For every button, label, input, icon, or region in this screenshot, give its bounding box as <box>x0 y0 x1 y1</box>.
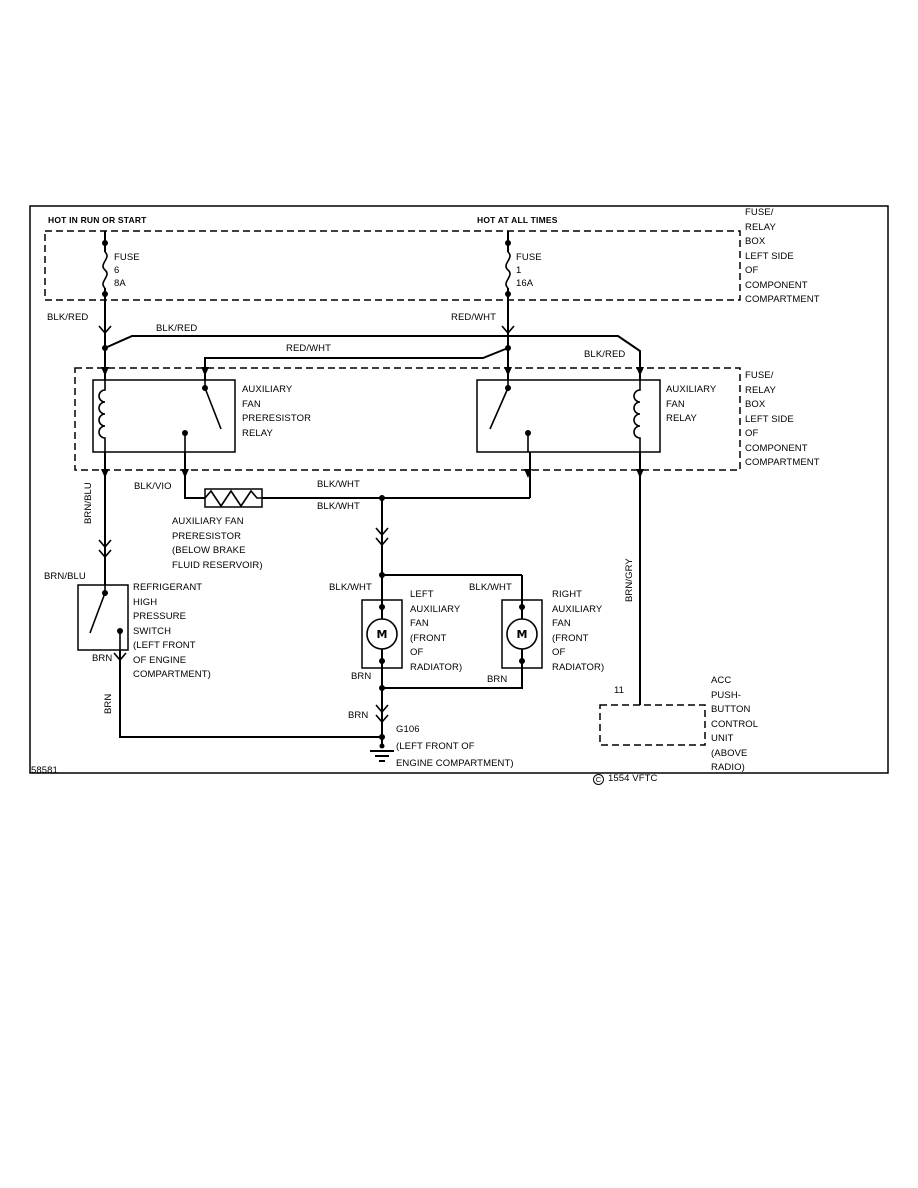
fuse-1-label: FUSE 1 16A <box>516 252 542 289</box>
connector-chevron-brn-switch <box>113 652 127 662</box>
outer-border <box>29 205 889 774</box>
right-fan-note: RIGHT AUXILIARY FAN (FRONT OF RADIATOR) <box>552 589 605 673</box>
power-label-right: HOT AT ALL TIMES <box>477 215 558 225</box>
preresistor-note: AUXILIARY FAN PRERESISTOR (BELOW BRAKE F… <box>172 516 263 571</box>
left-fan-motor-circle <box>366 618 398 650</box>
pin-arrow <box>101 367 109 376</box>
fuse-1-symbol <box>505 251 511 289</box>
wire-label-blk-wht-resistor: BLK/WHT <box>317 479 360 490</box>
left-fan-note: LEFT AUXILIARY FAN (FRONT OF RADIATOR) <box>410 589 463 673</box>
preresistor-relay-coil <box>98 380 106 452</box>
connector-chevron-red-wht <box>501 325 515 335</box>
wire-label-blk-red-branch: BLK/RED <box>156 323 198 334</box>
fuse-6-label: FUSE 6 8A <box>114 252 140 289</box>
copyright: C 1554 VFTC <box>593 759 657 785</box>
copyright-symbol: C <box>593 774 604 785</box>
pressure-switch-box <box>77 584 129 651</box>
pin-arrow <box>181 469 189 478</box>
wire-label-brn-switch-out: BRN <box>92 653 113 664</box>
sheet-number: 58581 <box>31 765 58 776</box>
preresistor-relay-label: AUXILIARY FAN PRERESISTOR RELAY <box>242 384 312 439</box>
ground-symbol <box>370 750 394 762</box>
pressure-switch-note: REFRIGERANT HIGH PRESSURE SWITCH (LEFT F… <box>133 582 211 680</box>
fan-relay-coil <box>633 380 641 452</box>
wire-red-wht-branch <box>204 347 509 380</box>
ground-note: G106 (LEFT FRONT OF ENGINE COMPARTMENT) <box>396 724 514 769</box>
wire-label-blk-vio: BLK/VIO <box>134 481 172 492</box>
pin-arrow <box>101 469 109 478</box>
preresistor-relay-switch <box>184 380 222 452</box>
connector-chevron-brn-blu <box>98 539 112 559</box>
connector-chevron-brn-ground <box>375 704 389 724</box>
wire-label-brn-ground: BRN <box>348 710 369 721</box>
junction-dots <box>102 240 531 749</box>
wire-label-brn-vertical: BRN <box>103 693 114 714</box>
preresistor-box <box>204 488 263 508</box>
connector-chevron-blk-wht <box>375 527 389 547</box>
left-fan-motor-letter: M <box>377 628 388 641</box>
frames <box>29 205 889 774</box>
pin-arrow <box>524 469 532 478</box>
power-label-left: HOT IN RUN OR START <box>48 215 147 225</box>
wire-label-brn-left-fan: BRN <box>351 671 372 682</box>
wire-label-blk-wht-right-fan: BLK/WHT <box>469 582 512 593</box>
wire-label-brn-blu-switch: BRN/BLU <box>44 571 86 582</box>
acc-pin-number: 11 <box>614 685 625 696</box>
wire-label-brn-blu-vertical: BRN/BLU <box>83 482 94 524</box>
fuse-6-symbol <box>102 251 108 289</box>
fan-relay-box <box>476 379 661 453</box>
wire-brn-switch-to-ground <box>119 650 382 738</box>
acc-unit-note: ACC PUSH- BUTTON CONTROL UNIT (ABOVE RAD… <box>711 675 759 773</box>
right-fan-motor-letter: M <box>517 628 528 641</box>
preresistor-relay-box <box>92 379 236 453</box>
wire-label-blk-red-left: BLK/RED <box>47 312 89 323</box>
wire-label-red-wht-main: RED/WHT <box>451 312 497 323</box>
pin-arrow <box>201 367 209 376</box>
wire-label-brn-gry-vertical: BRN/GRY <box>624 558 635 602</box>
right-fan-motor-circle <box>506 618 538 650</box>
wire-blk-red-branch <box>104 335 641 380</box>
pin-arrow <box>504 367 512 376</box>
fan-relay-label: AUXILIARY FAN RELAY <box>666 384 717 424</box>
wire-label-blk-wht-relay: BLK/WHT <box>317 501 360 512</box>
wire-label-red-wht-branch: RED/WHT <box>286 343 332 354</box>
connector-chevron-blk-red <box>98 325 112 335</box>
wire-label-blk-red-right: BLK/RED <box>584 349 626 360</box>
wire-brn-right-fan <box>382 668 523 689</box>
wire-blk-wht-main <box>262 452 531 499</box>
wire-label-brn-right-fan: BRN <box>487 674 508 685</box>
pin-arrow <box>636 367 644 376</box>
copyright-text: 1554 VFTC <box>608 773 658 784</box>
symbols <box>89 251 641 762</box>
preresistor-zigzag <box>204 489 262 508</box>
fuse-relay-box-note-mid: FUSE/ RELAY BOX LEFT SIDE OF COMPONENT C… <box>745 370 820 468</box>
wire-blk-wht-right-branch <box>382 574 523 600</box>
wire-label-blk-wht-left-fan: BLK/WHT <box>329 582 372 593</box>
wire-blk-vio <box>184 452 205 499</box>
connector-arrows <box>101 367 644 478</box>
pin-arrow <box>636 469 644 478</box>
relay-box-dashed <box>74 367 741 471</box>
fuse-relay-box-note-top: FUSE/ RELAY BOX LEFT SIDE OF COMPONENT C… <box>745 207 820 305</box>
acc-unit-dashed <box>599 704 706 746</box>
fuse-box-dashed <box>44 230 741 301</box>
